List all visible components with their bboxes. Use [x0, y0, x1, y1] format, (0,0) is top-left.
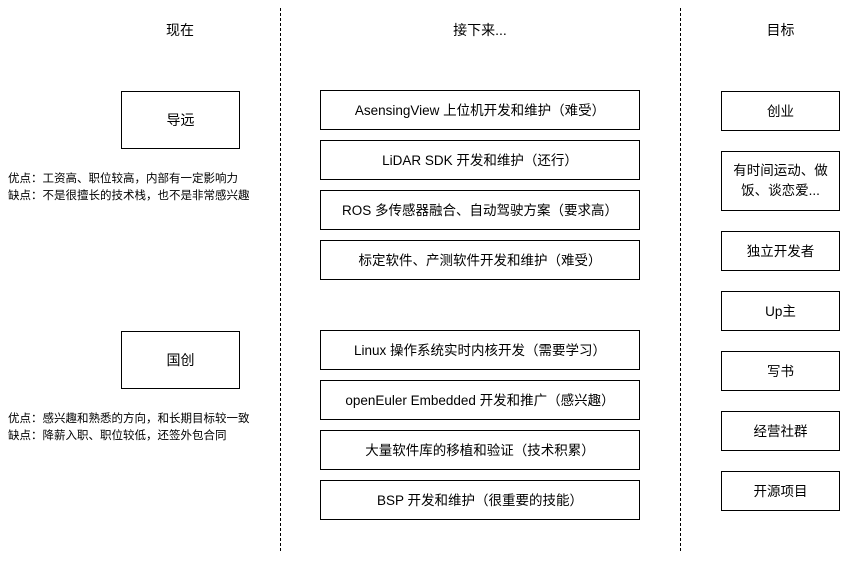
node-next-b3[interactable]: 大量软件库的移植和验证（技术积累） [320, 430, 640, 470]
node-next-b4[interactable]: BSP 开发和维护（很重要的技能） [320, 480, 640, 520]
node-next-b2[interactable]: openEuler Embedded 开发和推广（感兴趣） [320, 380, 640, 420]
column-header-goal: 目标 [766, 22, 795, 38]
node-goal-indie-developer[interactable]: 独立开发者 [721, 231, 840, 271]
node-goal-community[interactable]: 经营社群 [721, 411, 840, 451]
note-current-daoyuan: 优点：工资高、职位较高，内部有一定影响力 缺点：不是很擅长的技术栈，也不是非常感… [8, 173, 250, 202]
node-next-b1[interactable]: Linux 操作系统实时内核开发（需要学习） [320, 330, 640, 370]
note-current-guochuang: 优点：感兴趣和熟悉的方向，和长期目标较一致 缺点：降薪入职、职位较低，还签外包合… [8, 413, 250, 442]
column-divider-left [280, 8, 281, 551]
column-header-now: 现在 [166, 22, 194, 38]
node-next-a4[interactable]: 标定软件、产测软件开发和维护（难受） [320, 240, 640, 280]
node-next-a2[interactable]: LiDAR SDK 开发和维护（还行） [320, 140, 640, 180]
node-current-guochuang[interactable]: 国创 [121, 331, 240, 389]
node-goal-startup[interactable]: 创业 [721, 91, 840, 131]
node-goal-up-creator[interactable]: Up主 [721, 291, 840, 331]
node-next-a3[interactable]: ROS 多传感器融合、自动驾驶方案（要求高） [320, 190, 640, 230]
node-goal-lifestyle[interactable]: 有时间运动、做饭、谈恋爱... [721, 151, 840, 211]
node-current-daoyuan[interactable]: 导远 [121, 91, 240, 149]
node-goal-open-source[interactable]: 开源项目 [721, 471, 840, 511]
column-divider-right [680, 8, 681, 551]
node-goal-write-book[interactable]: 写书 [721, 351, 840, 391]
column-header-next: 接下来... [453, 22, 507, 38]
node-next-a1[interactable]: AsensingView 上位机开发和维护（难受） [320, 90, 640, 130]
